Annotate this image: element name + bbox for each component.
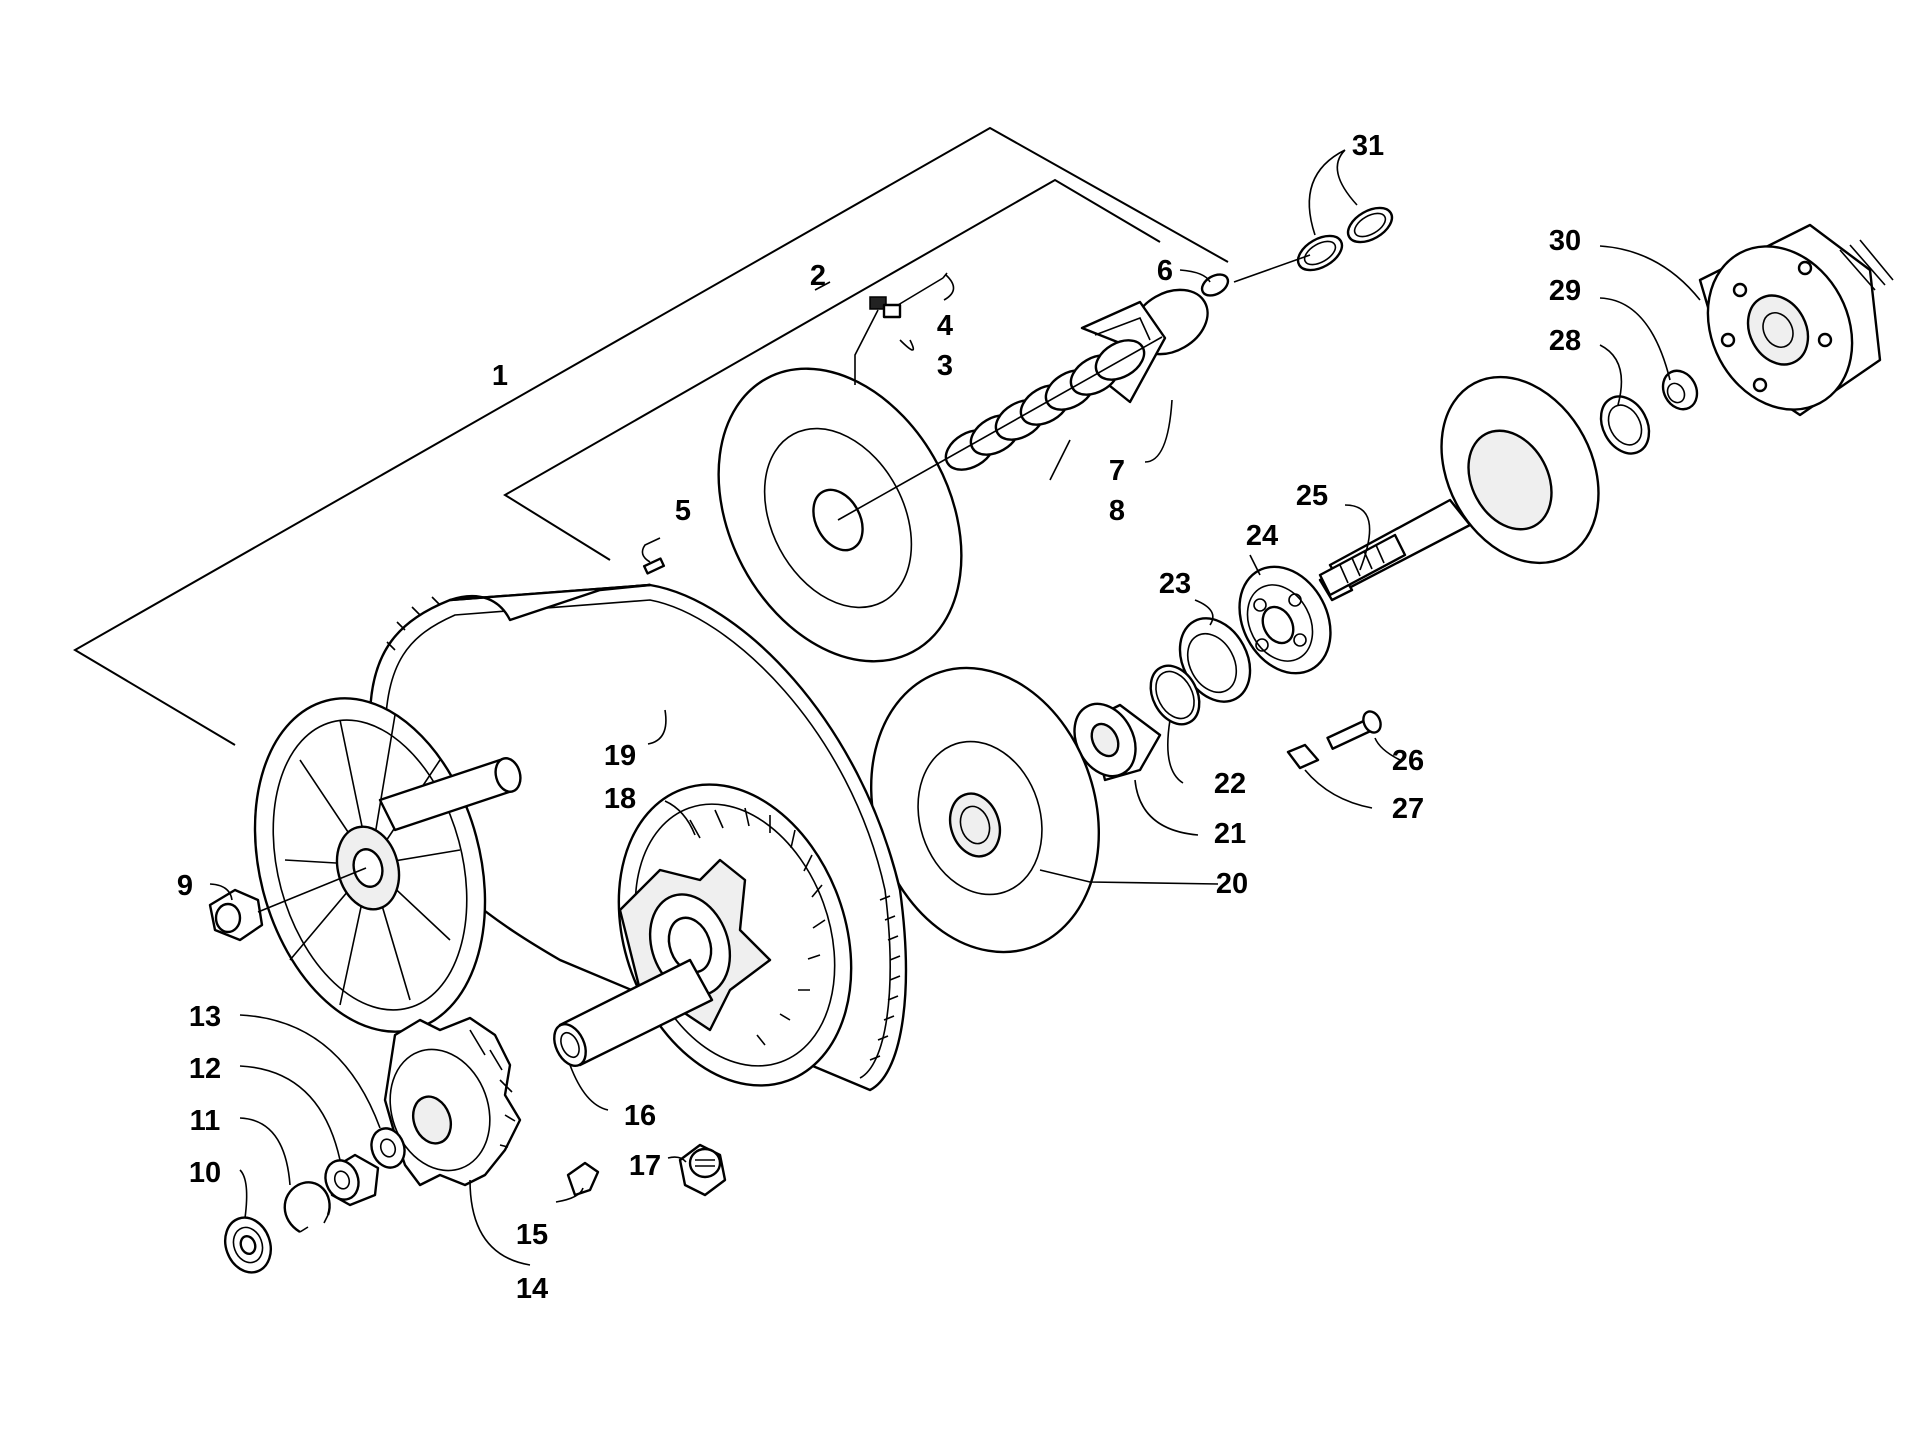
spacer-sleeve [324,1153,380,1207]
ball-bearing [1238,565,1332,675]
drive-shaft [553,958,714,1067]
callout-10: 10 [189,1157,221,1189]
slider-clip [566,1161,600,1197]
o-ring [1149,664,1201,726]
callout-labels: 1 2 3 4 5 6 7 8 9 10 11 12 13 14 15 16 1… [177,130,1581,1305]
callout-20: 20 [1216,868,1248,900]
clutch-hub-assembly [1698,223,1894,417]
callout-13: 13 [189,1001,221,1033]
snap-ring-pair [1296,206,1394,272]
callout-28: 28 [1549,325,1581,357]
thrust-washer [1599,395,1651,455]
callout-25: 25 [1296,480,1328,512]
callout-16: 16 [624,1100,656,1132]
pin-clip [897,272,948,306]
sealed-bearing [224,1216,272,1274]
callout-12: 12 [189,1053,221,1085]
hex-bolt [1326,710,1382,750]
snap-ring [1200,273,1230,297]
callout-21: 21 [1214,818,1246,850]
shaft-collar [1073,702,1162,782]
callout-27: 27 [1392,793,1424,825]
assembly-bracket-1 [73,126,1229,746]
leader-lines [209,149,1701,1266]
callout-9: 9 [177,870,193,902]
callout-5: 5 [675,495,691,527]
callout-22: 22 [1214,768,1246,800]
callout-3: 3 [937,350,953,382]
weight-block [869,296,902,319]
callout-19: 19 [604,740,636,772]
callout-23: 23 [1159,568,1191,600]
callout-24: 24 [1246,520,1278,552]
movable-sheave [717,254,1311,663]
callout-14: 14 [516,1273,548,1305]
driven-pulley [253,697,522,1033]
flat-washer [370,1127,406,1169]
callout-26: 26 [1392,745,1424,777]
fan-plate [383,1016,522,1187]
dowel-pin [642,557,666,575]
callout-15: 15 [516,1219,548,1251]
callout-6: 6 [1157,255,1173,287]
circlip [283,1181,331,1234]
callout-31: 31 [1352,130,1384,162]
callout-8: 8 [1109,495,1125,527]
callout-2: 2 [810,260,826,292]
fixed-sheave [869,666,1101,954]
callout-1: 1 [492,360,508,392]
callout-4: 4 [937,310,953,342]
callout-11: 11 [190,1105,221,1137]
callout-29: 29 [1549,275,1581,307]
assembly-bracket-2 [503,178,1161,561]
needle-bushing [678,1143,727,1197]
spacer-bushing [1661,369,1699,411]
callout-7: 7 [1109,455,1125,487]
callout-18: 18 [604,783,636,815]
callout-30: 30 [1549,225,1581,257]
callout-17: 17 [629,1150,661,1182]
square-nut [1286,743,1320,770]
clutch-drum-shaft [1318,375,1600,602]
flange-nut [208,867,367,942]
